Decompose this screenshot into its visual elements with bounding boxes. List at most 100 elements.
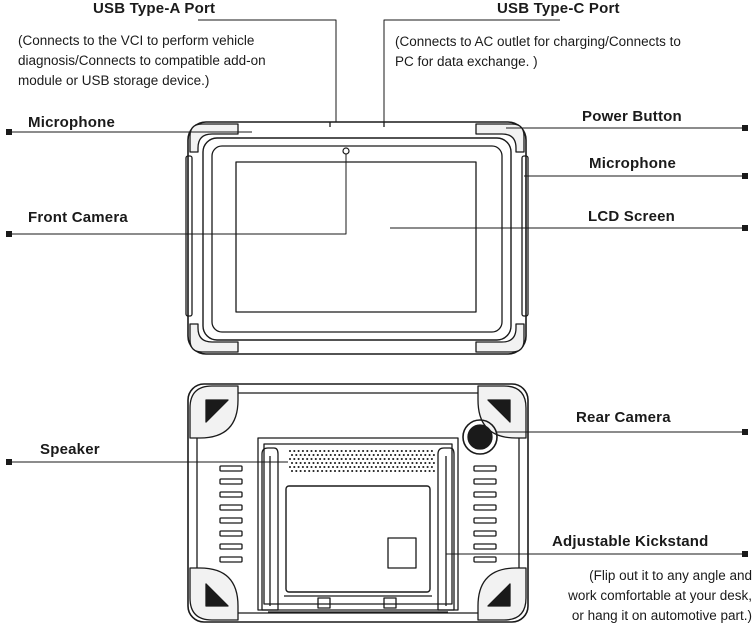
speaker-grille-dot [344, 449, 347, 453]
speaker-grille-dot [383, 457, 386, 461]
speaker-grille-dot [422, 457, 425, 461]
speaker-grille-dot [411, 453, 414, 457]
label-power-button: Power Button [582, 108, 682, 125]
speaker-grille-dot [364, 469, 367, 473]
speaker-grille-dot [293, 449, 296, 453]
speaker-grille-dot [333, 453, 337, 457]
speaker-grille-dot [385, 453, 388, 457]
speaker-grille-dot [383, 465, 386, 469]
speaker-grille-dot [428, 469, 431, 473]
speaker-grille-dot [336, 457, 339, 461]
speaker-grille-dot [379, 449, 382, 453]
desc-line: (Connects to the VCI to perform vehicle [18, 33, 255, 48]
speaker-grille-dot [387, 457, 390, 461]
speaker-grille-dot [349, 449, 352, 453]
speaker-grille-dot [396, 465, 399, 469]
speaker-grille-dot [293, 457, 296, 461]
speaker-grille-dot [362, 465, 365, 469]
speaker-grille-dot [306, 449, 309, 453]
speaker-grille-dot [426, 457, 429, 461]
speaker-grille-dot [355, 469, 358, 473]
desc-line: diagnosis/Connects to compatible add-on [18, 53, 266, 68]
speaker-grille-dot [297, 457, 300, 461]
speaker-grille-dot [392, 457, 395, 461]
speaker-grille-dot [353, 449, 356, 453]
speaker-grille-dot [319, 465, 322, 469]
rear-corner-bumpers [189, 385, 527, 621]
speaker-grille-dot [415, 453, 418, 457]
speaker-grille-dot [432, 469, 435, 473]
speaker-grille-dot [301, 457, 304, 461]
speaker-grille-dot [364, 453, 367, 457]
speaker-grille-dot [323, 449, 326, 453]
speaker-grille-dot [329, 453, 332, 457]
speaker-grille-dot [396, 449, 399, 453]
speaker-grille-dot [299, 469, 302, 473]
speaker-grille-dot [316, 461, 319, 465]
speaker-grille-dot [424, 461, 427, 465]
label-microphone-right: Microphone [589, 155, 676, 172]
speaker-grille-dot [290, 469, 294, 473]
speaker-grille-dot [400, 465, 403, 469]
speaker-grille-dot [299, 453, 302, 457]
speaker-grille-dot [336, 449, 339, 453]
desc-usb-type-c-port: (Connects to AC outlet for charging/Conn… [395, 32, 750, 72]
speaker-grille-dot [381, 469, 384, 473]
speaker-grille-dot [413, 449, 416, 453]
label-usb-type-c-port: USB Type-C Port [497, 0, 620, 17]
speaker-grille-dot [398, 469, 401, 473]
speaker-grille-dot [400, 449, 403, 453]
speaker-grille-dot [366, 465, 369, 469]
speaker-grille-dot [362, 457, 365, 461]
speaker-grille-dot [381, 461, 384, 465]
speaker-grille-dot [310, 449, 313, 453]
desc-line: or hang it on automotive part.) [571, 608, 752, 623]
speaker-grille-dot [394, 469, 397, 473]
speaker-grille-dot [383, 449, 386, 453]
desc-line: module or USB storage device.) [18, 73, 210, 88]
speaker-grille-dot [405, 449, 408, 453]
speaker-grille-dot [325, 461, 328, 465]
speaker-grille-dot [424, 453, 427, 457]
speaker-grille-dot [297, 449, 300, 453]
speaker-grille-dot [312, 453, 315, 457]
speaker-grille-dot [308, 469, 311, 473]
speaker-grille-dot [312, 469, 315, 473]
speaker-grille-dot [368, 469, 371, 473]
speaker-grille [288, 449, 435, 473]
speaker-grille-dot [338, 453, 341, 457]
speaker-grille-dot [366, 449, 369, 453]
speaker-grille-dot [419, 461, 423, 465]
speaker-grille-dot [321, 453, 324, 457]
speaker-grille-dot [381, 453, 384, 457]
speaker-grille-dot [376, 469, 380, 473]
speaker-grille-dot [329, 469, 332, 473]
speaker-grille-dot [353, 457, 356, 461]
speaker-grille-dot [428, 453, 431, 457]
speaker-grille-dot [303, 461, 306, 465]
speaker-grille-dot [310, 465, 313, 469]
speaker-grille-dot [314, 449, 317, 453]
speaker-grille-dot [340, 457, 343, 461]
speaker-grille-dot [333, 469, 337, 473]
speaker-grille-dot [325, 453, 328, 457]
speaker-grille-dot [333, 461, 337, 465]
speaker-grille-dot [372, 461, 375, 465]
speaker-grille-dot [366, 457, 369, 461]
speaker-grille-dot [299, 461, 302, 465]
speaker-grille-dot [400, 457, 403, 461]
speaker-grille-dot [409, 449, 412, 453]
speaker-grille-dot [323, 465, 326, 469]
label-rear-camera: Rear Camera [576, 409, 671, 426]
speaker-grille-dot [351, 461, 354, 465]
speaker-grille-dot [327, 449, 330, 453]
speaker-grille-dot [321, 461, 324, 465]
label-front-camera: Front Camera [28, 209, 128, 226]
speaker-grille-dot [419, 469, 423, 473]
speaker-grille-dot [379, 457, 382, 461]
rear-camera-ring [462, 419, 498, 455]
speaker-grille-dot [430, 449, 433, 453]
speaker-grille-dot [385, 469, 388, 473]
speaker-grille-dot [288, 457, 292, 461]
